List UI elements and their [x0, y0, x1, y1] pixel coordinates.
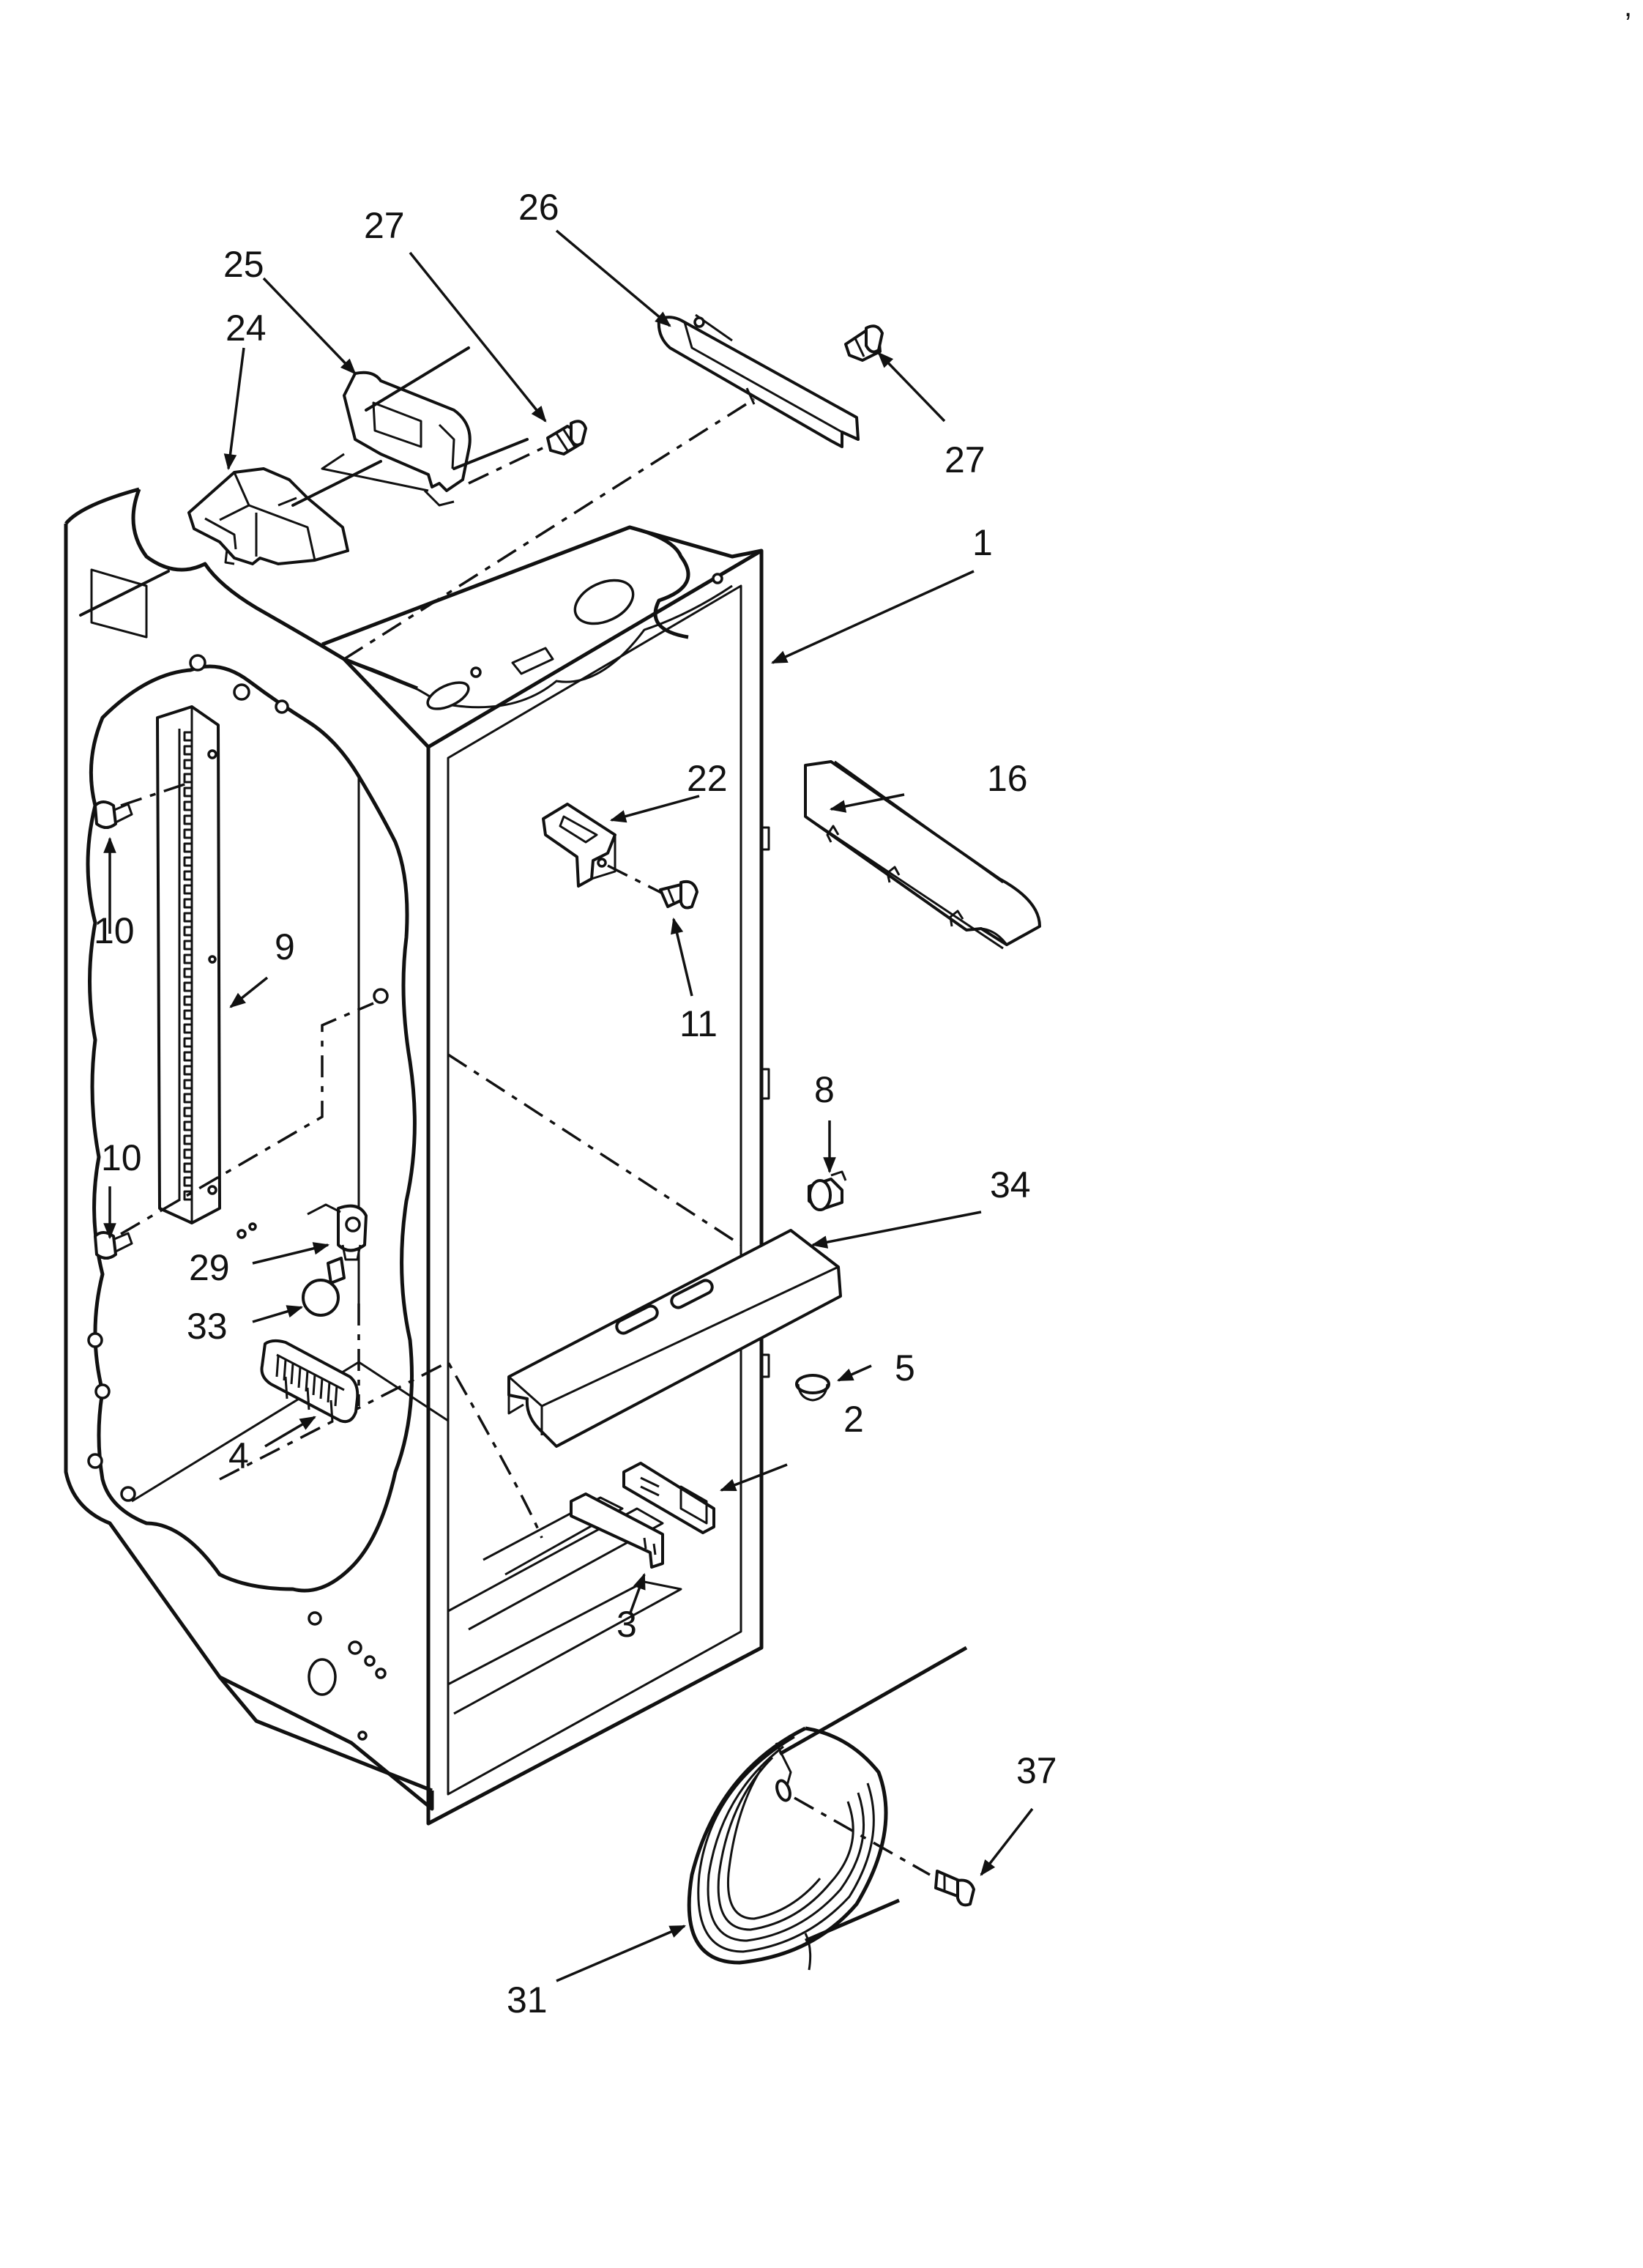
callout-34: 34 [990, 1164, 1031, 1205]
rail-slot [183, 1037, 193, 1048]
callout-24: 24 [226, 308, 267, 349]
rail-slot [183, 1023, 193, 1034]
grille-slots [275, 1356, 338, 1407]
rail-slot [183, 926, 193, 937]
grille-slot [327, 1381, 331, 1403]
rail-slot [183, 1051, 193, 1062]
callout-37: 37 [1016, 1750, 1057, 1791]
callout-10-top: 10 [94, 910, 135, 951]
grille-slot [275, 1356, 280, 1377]
rail-slot [183, 912, 193, 923]
rail-slot [183, 967, 193, 978]
screw-37 [934, 1870, 975, 1907]
grille-slot [290, 1363, 294, 1385]
rail-slot [183, 773, 193, 784]
callout-11: 11 [679, 1003, 718, 1044]
tubing-coil [687, 1646, 968, 1971]
rail-slot [183, 981, 193, 992]
side-channel [804, 760, 1041, 950]
rail-slot [183, 842, 193, 853]
grille-slot [319, 1377, 324, 1399]
grille-slot [305, 1370, 309, 1392]
vent-grille [260, 1339, 359, 1424]
callout-33: 33 [187, 1306, 228, 1347]
callout-25: 25 [223, 244, 264, 285]
control-bracket [321, 371, 472, 507]
top-vent-hole [573, 579, 635, 625]
bumper [808, 1170, 847, 1211]
rail-slot [183, 1009, 193, 1020]
screw-11 [659, 880, 698, 910]
rail-slot [183, 1065, 193, 1076]
grille-slot [283, 1359, 287, 1381]
control-housing [187, 467, 349, 565]
callout-27-left: 27 [364, 205, 405, 246]
cabinet-liner [64, 487, 770, 1826]
rail-slot [183, 1093, 193, 1104]
rail-slot [183, 898, 193, 909]
rail-slot [183, 1120, 193, 1131]
callout-labels: 1 2 3 4 5 8 9 10 10 11 16 22 24 25 26 27… [94, 187, 1057, 2020]
screw-10-bottom [94, 1231, 133, 1260]
rail-slot [183, 1134, 193, 1145]
rail-slot [183, 745, 193, 756]
leaders [103, 229, 1034, 1982]
light-bulb [302, 1257, 346, 1317]
callout-31: 31 [507, 1979, 548, 2020]
crisper-cover [507, 1229, 842, 1448]
callout-27-right: 27 [945, 439, 986, 480]
screw-27-left [546, 420, 587, 456]
corner-mark: , [1624, 0, 1632, 23]
callout-8: 8 [814, 1069, 835, 1110]
callout-2: 2 [843, 1399, 864, 1440]
rail-slot [183, 870, 193, 881]
top-vent-hole [426, 681, 470, 710]
grille-slot [334, 1385, 338, 1407]
callout-3: 3 [616, 1604, 637, 1645]
rail-slots [183, 731, 193, 1201]
rail-slot [183, 1079, 193, 1090]
rail-slot [183, 884, 193, 895]
screw-27-right [844, 324, 884, 362]
rail-slot [183, 787, 193, 797]
light-socket [236, 1203, 368, 1261]
callout-16: 16 [987, 758, 1028, 799]
rail-slot [183, 1162, 193, 1173]
rail-slot [183, 1107, 193, 1118]
grille-slot [312, 1374, 316, 1396]
plug [795, 1374, 830, 1402]
rail-slot [183, 940, 193, 951]
rail-slot [183, 856, 193, 867]
callout-10-bottom: 10 [101, 1137, 142, 1178]
callout-22: 22 [687, 758, 728, 799]
callout-26: 26 [518, 187, 559, 228]
rail-slot [183, 995, 193, 1006]
callout-29: 29 [189, 1247, 230, 1288]
rail-slot [183, 731, 193, 742]
rail-slot [183, 1176, 193, 1187]
callout-1: 1 [972, 522, 993, 563]
callout-5: 5 [895, 1347, 915, 1388]
rail-slot [183, 828, 193, 839]
screw-10-top [94, 800, 133, 829]
rail-slot [183, 953, 193, 964]
shelf-rail [156, 705, 221, 1224]
callout-9: 9 [275, 926, 295, 967]
callout-4: 4 [228, 1435, 249, 1476]
rail-slot [183, 814, 193, 825]
rail-slot [183, 759, 193, 770]
rail-slot [183, 1190, 193, 1201]
top-channel [657, 313, 860, 448]
rail-slot [183, 800, 193, 811]
inner-bracket [542, 803, 616, 888]
grille-slot [297, 1367, 302, 1388]
right-bracket [622, 1462, 715, 1534]
lower-bracket [570, 1492, 664, 1569]
rail-slot [183, 1148, 193, 1159]
